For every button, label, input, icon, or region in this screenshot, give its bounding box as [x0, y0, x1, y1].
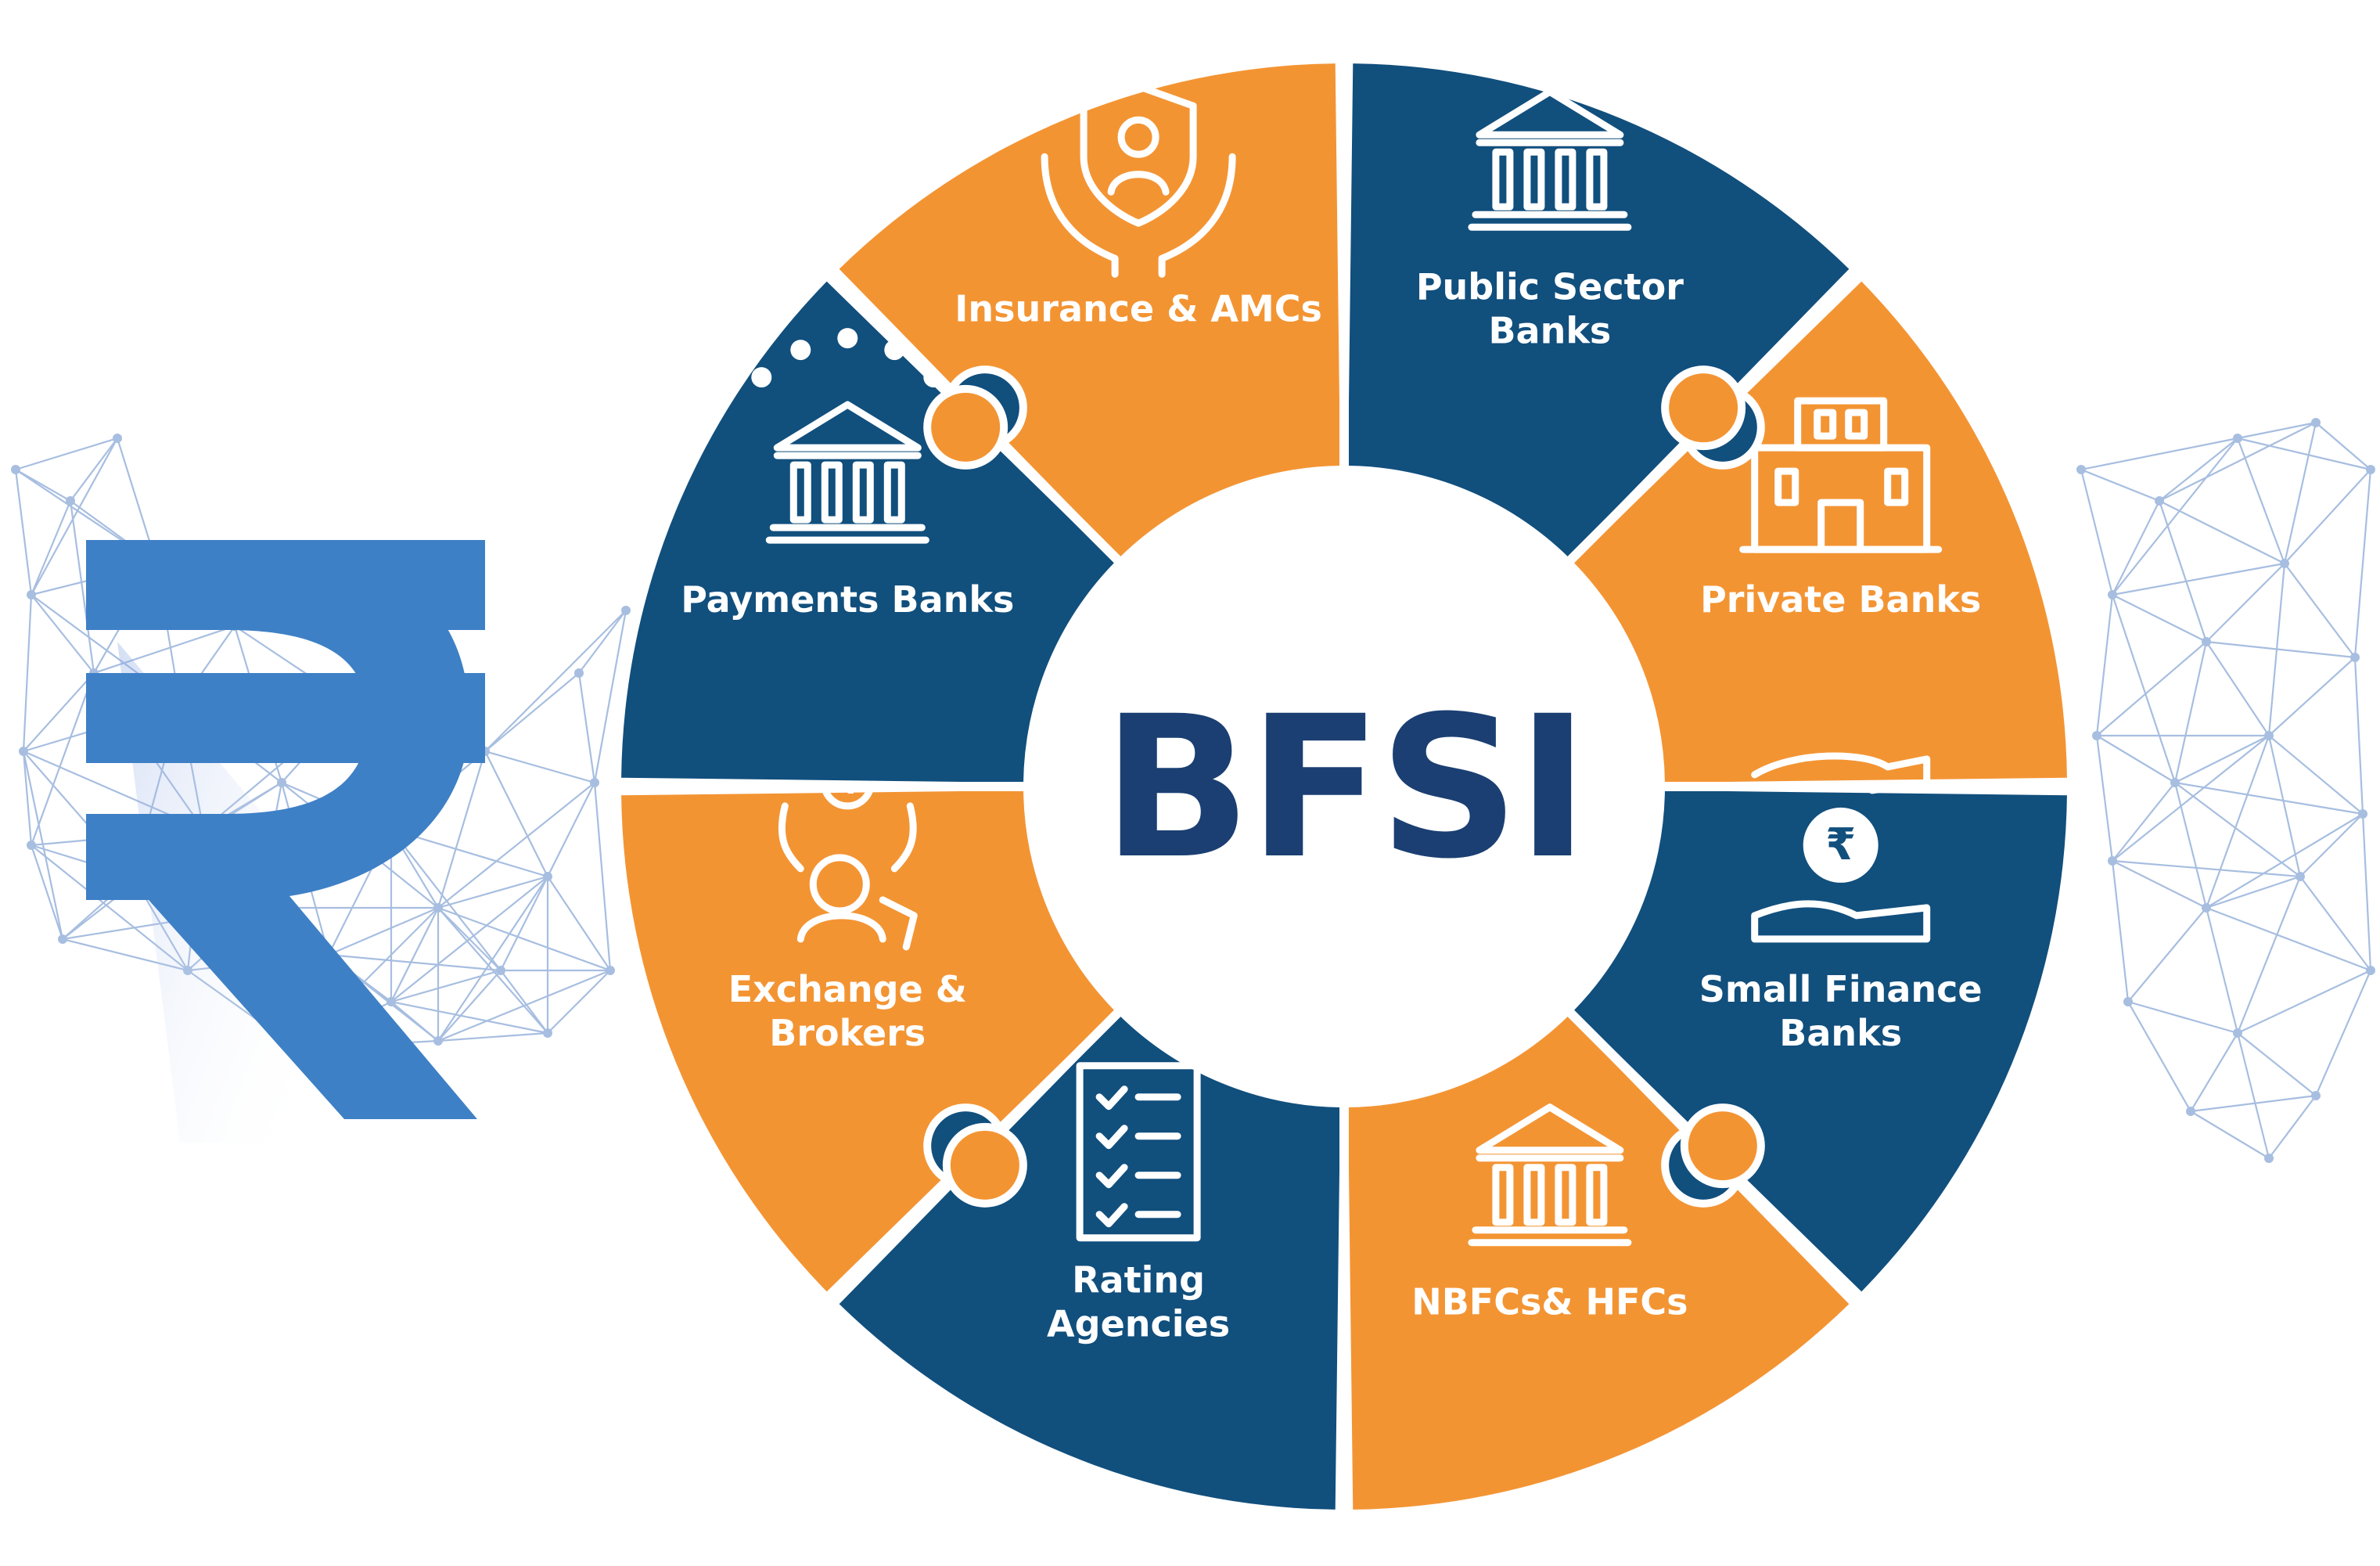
network-right — [2076, 418, 2375, 1163]
puzzle-tab-knob — [950, 1130, 1019, 1200]
small-finance-banks-label: Banks — [1779, 1012, 1902, 1054]
bank-building-icon — [1468, 88, 1632, 231]
exchange-brokers-label: Brokers — [769, 1012, 926, 1054]
segment-private-banks: Private Banks — [1573, 281, 2067, 783]
segment-nbfcs-hfcs: NBFCs& HFCs — [1348, 1016, 1850, 1510]
shield-hands-icon — [1041, 82, 1236, 278]
center-title: BFSI — [1102, 674, 1586, 902]
office-building-icon — [1739, 397, 1943, 553]
bank-building-icon — [1468, 1103, 1632, 1247]
public-sector-banks-label: Banks — [1488, 309, 1611, 351]
payments-banks-label: Payments Banks — [681, 578, 1014, 621]
public-sector-banks-label: Public Sector — [1416, 265, 1684, 308]
nbfcs-hfcs-label: NBFCs& HFCs — [1411, 1281, 1688, 1323]
rating-agencies-label: Rating — [1072, 1259, 1205, 1301]
rupee-coin-glyph: ₹ — [1825, 819, 1856, 870]
exchange-brokers-label: Exchange & — [728, 968, 967, 1010]
puzzle-tab-knob — [931, 392, 1001, 462]
checklist-icon — [1076, 1062, 1201, 1242]
insurance-amcs-label: Insurance & AMCs — [955, 287, 1322, 329]
small-finance-banks-label: Small Finance — [1699, 968, 1983, 1010]
rating-agencies-label: Agencies — [1047, 1303, 1230, 1345]
private-banks-label: Private Banks — [1700, 578, 1981, 621]
center-circle — [1028, 470, 1660, 1103]
rupee-symbol-icon — [55, 438, 524, 1205]
puzzle-tab-knob — [1669, 373, 1738, 443]
hands-rupee-coin-icon: ₹ — [1751, 752, 1931, 943]
puzzle-tab-knob — [1688, 1111, 1757, 1181]
